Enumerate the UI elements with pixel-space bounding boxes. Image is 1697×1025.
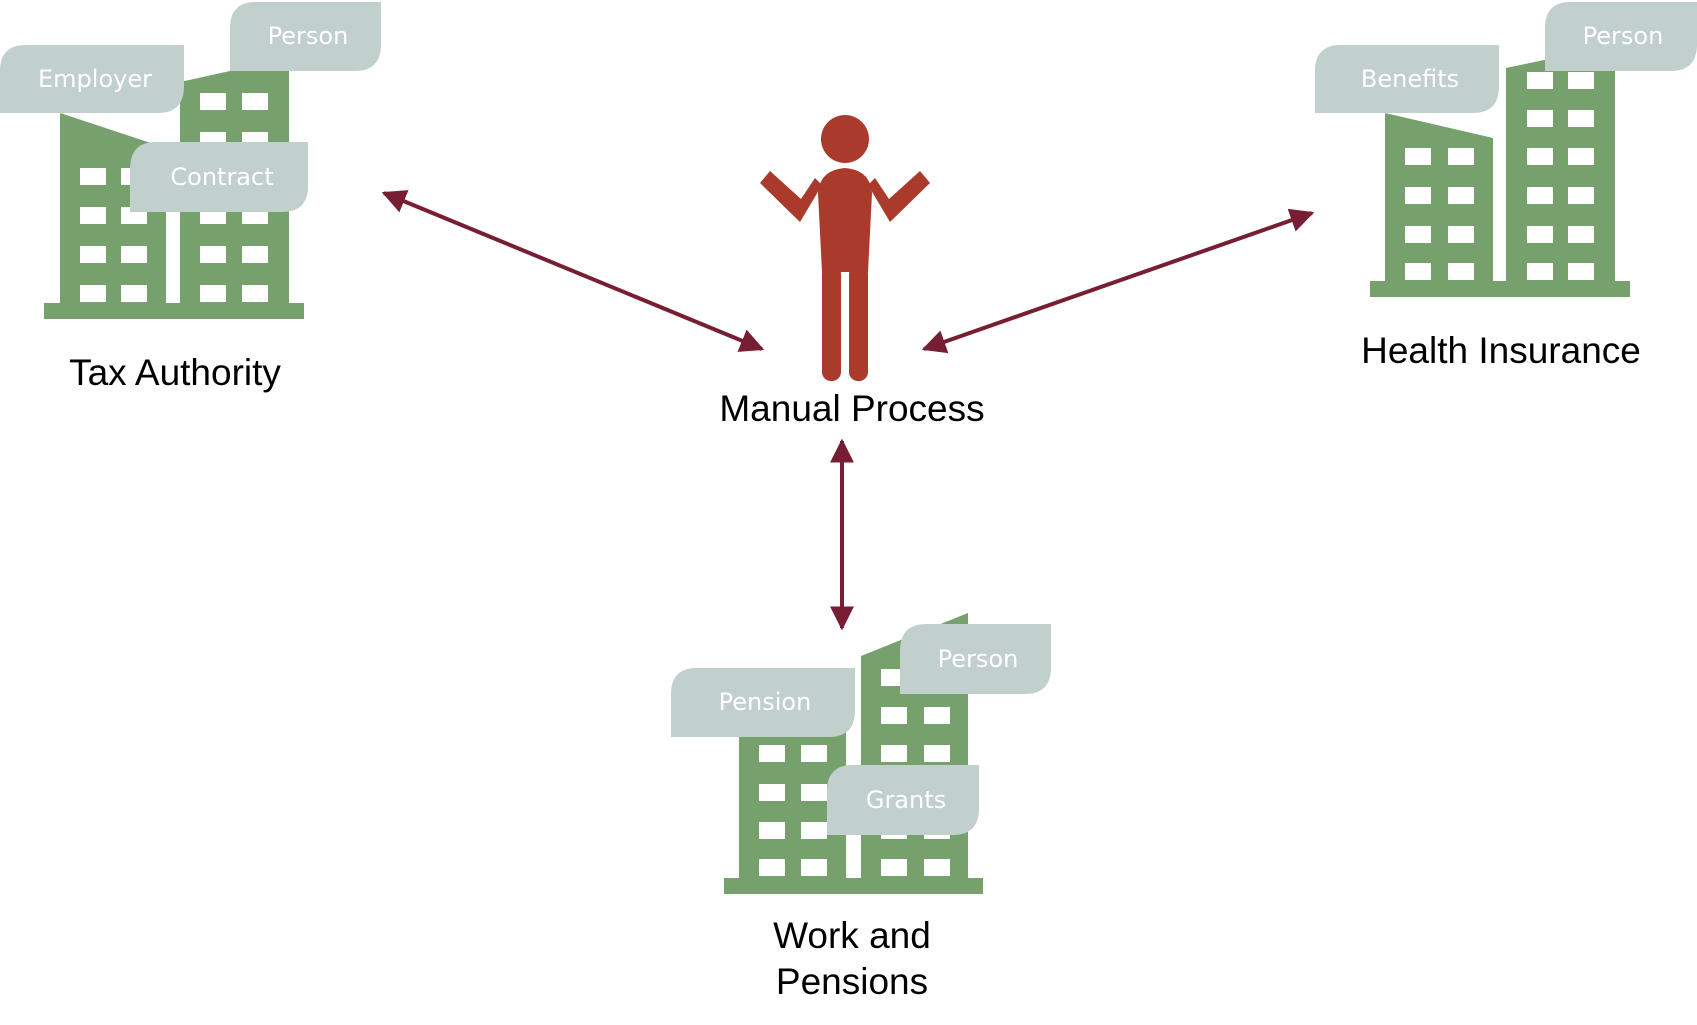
arrow-tax-authority: [381, 190, 765, 352]
person-shrugging-icon: [760, 115, 930, 381]
grants-bubble-label: Grants: [866, 786, 946, 814]
person-bubble: Person: [1545, 2, 1697, 71]
person-bubble: Person: [230, 2, 381, 71]
benefits-bubble-label: Benefits: [1361, 65, 1459, 93]
work-pensions-label-line2: Pensions: [776, 961, 928, 1002]
pension-bubble: Pension: [671, 668, 855, 737]
person-bubble-label: Person: [938, 645, 1019, 673]
work-pensions-label-line1: Work and: [773, 915, 931, 956]
employer-bubble: Employer: [0, 45, 184, 113]
grants-bubble: Grants: [827, 765, 979, 835]
office-building-icon: [1370, 45, 1630, 297]
pension-bubble-label: Pension: [719, 688, 812, 716]
contract-bubble: Contract: [130, 142, 308, 212]
manual-process-node: Manual Process: [719, 115, 985, 429]
health-insurance-node: Benefits Person Health Insurance: [1315, 2, 1697, 371]
employer-bubble-label: Employer: [38, 65, 152, 93]
tax-authority-label: Tax Authority: [69, 352, 281, 393]
work-pensions-node: Pension Person Grants Work and Pensions: [671, 613, 1051, 1002]
arrow-health-insurance: [921, 208, 1315, 354]
benefits-bubble: Benefits: [1315, 45, 1499, 113]
health-insurance-label: Health Insurance: [1361, 330, 1641, 371]
manual-process-label: Manual Process: [719, 388, 984, 429]
person-bubble: Person: [900, 624, 1051, 694]
tax-authority-node: Employer Person Contract Tax Authority: [0, 2, 381, 393]
person-bubble-label: Person: [268, 22, 349, 50]
contract-bubble-label: Contract: [170, 163, 273, 191]
person-bubble-label: Person: [1583, 22, 1664, 50]
